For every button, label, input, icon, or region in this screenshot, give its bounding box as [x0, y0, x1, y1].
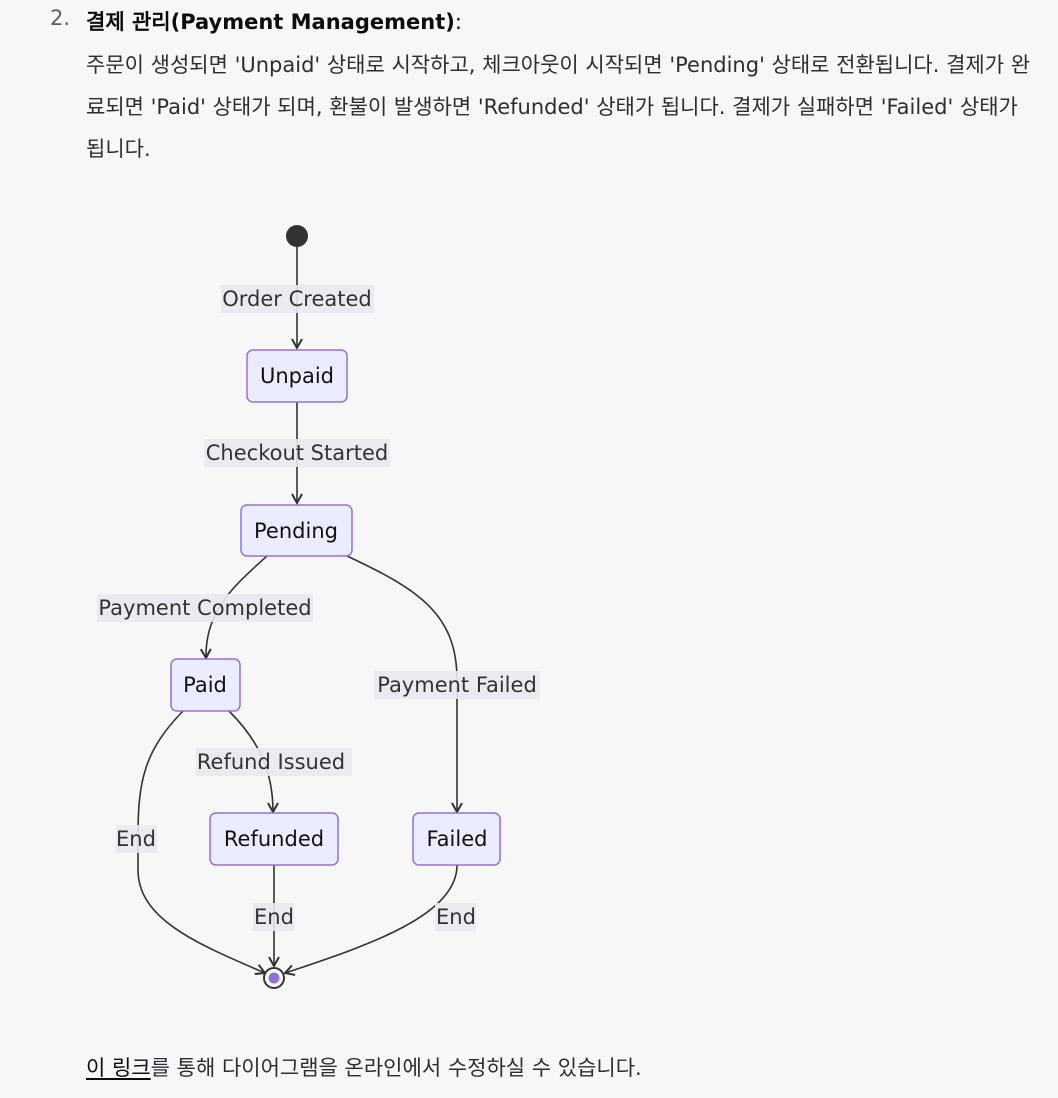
- edge-label-bg-end-failed: [435, 903, 476, 931]
- edge-label-bg-end-paid: [116, 825, 157, 853]
- edge-label-checkout-started: Checkout Started: [206, 441, 388, 465]
- end-node-inner: [268, 972, 280, 984]
- list-number: 2.: [50, 6, 71, 30]
- diagram-edit-link[interactable]: 이 링크: [86, 1056, 151, 1080]
- edge-label-payment-failed: Payment Failed: [377, 673, 537, 697]
- state-failed-box: [412, 812, 501, 866]
- section-title-text: 결제 관리(Payment Management): [86, 10, 455, 34]
- end-node: [263, 967, 285, 989]
- state-unpaid-box: [246, 349, 348, 403]
- state-paid[interactable]: Paid: [170, 658, 241, 712]
- edge-label-bg-refund-issued: [196, 748, 352, 776]
- edge-label-refund-issued: Refund Issued: [197, 750, 345, 774]
- start-node: [286, 225, 308, 247]
- edge-label-bg-end-refunded: [253, 903, 294, 931]
- edge-label-end-failed: End: [436, 905, 476, 929]
- state-refunded-box: [209, 812, 339, 866]
- edge-label-bg-payment-completed: [97, 594, 313, 622]
- state-pending[interactable]: Pending: [240, 504, 353, 557]
- footer-text: 이 링크를 통해 다이어그램을 온라인에서 수정하실 수 있습니다.: [86, 1052, 642, 1082]
- footer-text-rest: 를 통해 다이어그램을 온라인에서 수정하실 수 있습니다.: [150, 1056, 642, 1080]
- edge-label-order-created: Order Created: [222, 287, 371, 311]
- state-refunded-label: Refunded: [224, 827, 324, 851]
- section-description: 주문이 생성되면 'Unpaid' 상태로 시작하고, 체크아웃이 시작되면 '…: [86, 53, 1031, 161]
- state-refunded[interactable]: Refunded: [209, 812, 339, 866]
- state-paid-label: Paid: [183, 673, 227, 697]
- edge-label-end-paid: End: [116, 827, 156, 851]
- edge-pending-to-failed: [346, 555, 457, 812]
- state-pending-label: Pending: [254, 519, 338, 543]
- state-unpaid[interactable]: Unpaid: [246, 349, 348, 403]
- edge-paid-to-end: [137, 710, 265, 973]
- edge-label-bg-checkout-started: [204, 439, 390, 467]
- section-title-colon: :: [454, 10, 462, 34]
- section-title: 결제 관리(Payment Management):: [86, 6, 462, 36]
- edge-label-bg-payment-failed: [374, 671, 540, 699]
- state-paid-box: [170, 658, 241, 712]
- edge-failed-to-end: [285, 864, 458, 973]
- edge-label-end-refunded: End: [254, 905, 294, 929]
- state-diagram: Order Created Checkout Started Payment C…: [97, 225, 540, 989]
- state-failed[interactable]: Failed: [412, 812, 501, 866]
- state-unpaid-label: Unpaid: [260, 364, 334, 388]
- edge-label-payment-completed: Payment Completed: [98, 596, 311, 620]
- edge-label-bg-order-created: [221, 285, 374, 313]
- state-pending-box: [240, 504, 353, 557]
- state-failed-label: Failed: [427, 827, 488, 851]
